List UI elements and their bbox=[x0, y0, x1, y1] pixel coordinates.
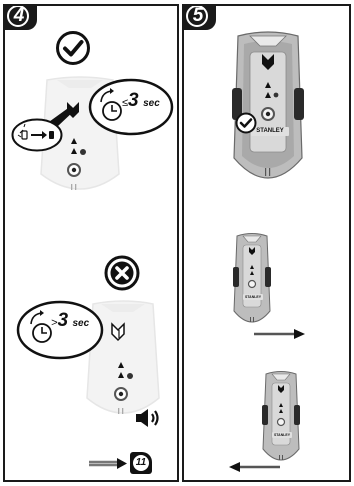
timer-fail-unit: sec bbox=[72, 318, 89, 329]
x-circle-icon bbox=[103, 254, 141, 292]
timer-ok-label: ≤3 sec bbox=[122, 90, 160, 112]
step-5-badge: 5 bbox=[182, 4, 216, 30]
led-indicator-bubble bbox=[11, 118, 63, 152]
stud-finder-small bbox=[262, 369, 300, 467]
step-4-number: 4 bbox=[7, 4, 31, 28]
timer-fail-value: 3 bbox=[57, 310, 68, 331]
checkmark-circle-icon bbox=[235, 112, 257, 134]
step-4-badge: 4 bbox=[3, 4, 37, 30]
checkmark-circle-icon bbox=[55, 30, 91, 66]
stud-finder-medium bbox=[233, 231, 271, 329]
page-ref-number: 11 bbox=[133, 455, 149, 471]
brand-label-medium: STANLEY bbox=[243, 294, 263, 300]
page-ref-icon: 11 bbox=[130, 452, 152, 474]
step-5-number: 5 bbox=[186, 4, 210, 28]
arrow-right-icon bbox=[89, 457, 129, 469]
step-5-panel: 5 STANLEY STANLEY bbox=[182, 4, 351, 482]
arrow-left-icon bbox=[228, 462, 280, 472]
timer-ok-value: 3 bbox=[128, 90, 139, 111]
timer-fail-label: >3 sec bbox=[51, 310, 89, 332]
brand-label-small: STANLEY bbox=[272, 432, 292, 438]
stud-finder-large bbox=[232, 28, 304, 190]
speaker-icon bbox=[135, 408, 161, 428]
arrow-right-icon bbox=[254, 329, 306, 339]
timer-ok-unit: sec bbox=[143, 98, 160, 109]
step-4-panel: 4 ≤3 sec bbox=[3, 4, 179, 482]
